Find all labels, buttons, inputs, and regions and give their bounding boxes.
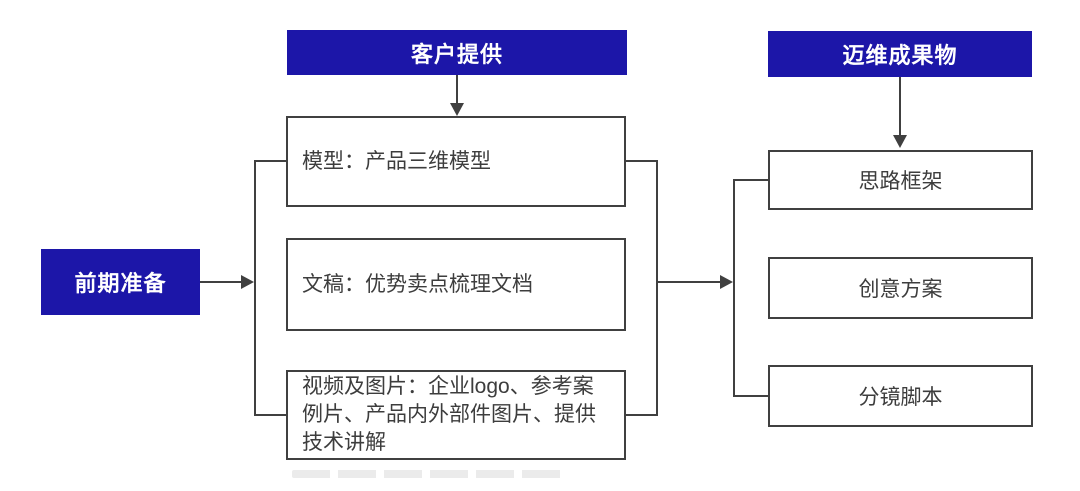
middle-bracket-top-stub — [625, 160, 657, 162]
left-bracket-bottom-stub — [254, 414, 286, 416]
left-bracket-vertical-line — [254, 160, 256, 416]
node-client-item-document: 文稿：优势卖点梳理文档 — [286, 238, 626, 331]
node-client-item-model: 模型：产品三维模型 — [286, 116, 626, 207]
node-preparation-label: 前期准备 — [74, 271, 167, 296]
header-client-provides: 客户提供 — [287, 30, 627, 75]
right-bracket-vertical-line — [733, 179, 735, 397]
header-deliverables: 迈维成果物 — [768, 31, 1032, 77]
node-deliverable-storyboard: 分镜脚本 — [768, 365, 1033, 427]
middle-to-right-arrowhead-icon — [720, 275, 733, 289]
node-client-item-media: 视频及图片：企业logo、参考案例片、产品内外部件图片、提供技术讲解 — [286, 370, 626, 460]
cutoff-text-remnant — [292, 470, 562, 478]
middle-bracket-vertical-line — [656, 160, 658, 416]
right-bracket-top-stub — [733, 179, 768, 181]
node-client-item-model-label: 模型：产品三维模型 — [302, 149, 491, 173]
node-deliverable-framework-label: 思路框架 — [858, 170, 943, 193]
right-bracket-bottom-stub — [733, 395, 768, 397]
node-client-item-document-label: 文稿：优势卖点梳理文档 — [302, 272, 533, 296]
node-deliverable-storyboard-label: 分镜脚本 — [858, 386, 943, 409]
node-deliverable-creative: 创意方案 — [768, 257, 1033, 319]
connector-preparation-right-line — [200, 281, 242, 283]
header-client-provides-label: 客户提供 — [410, 41, 503, 67]
deliverables-header-arrowhead-down-icon — [893, 135, 907, 148]
connector-deliverables-header-down-line — [899, 77, 901, 135]
middle-bracket-bottom-stub — [625, 414, 657, 416]
client-header-arrowhead-down-icon — [450, 103, 464, 116]
node-client-item-media-label: 视频及图片：企业logo、参考案例片、产品内外部件图片、提供技术讲解 — [302, 375, 596, 454]
connector-middle-to-right-line — [657, 281, 721, 283]
node-deliverable-framework: 思路框架 — [768, 150, 1033, 210]
node-deliverable-creative-label: 创意方案 — [858, 278, 943, 301]
preparation-arrowhead-right-icon — [241, 275, 254, 289]
header-deliverables-label: 迈维成果物 — [842, 43, 958, 68]
left-bracket-top-stub — [254, 160, 286, 162]
connector-client-header-down-line — [456, 75, 458, 105]
node-preparation: 前期准备 — [41, 249, 200, 315]
